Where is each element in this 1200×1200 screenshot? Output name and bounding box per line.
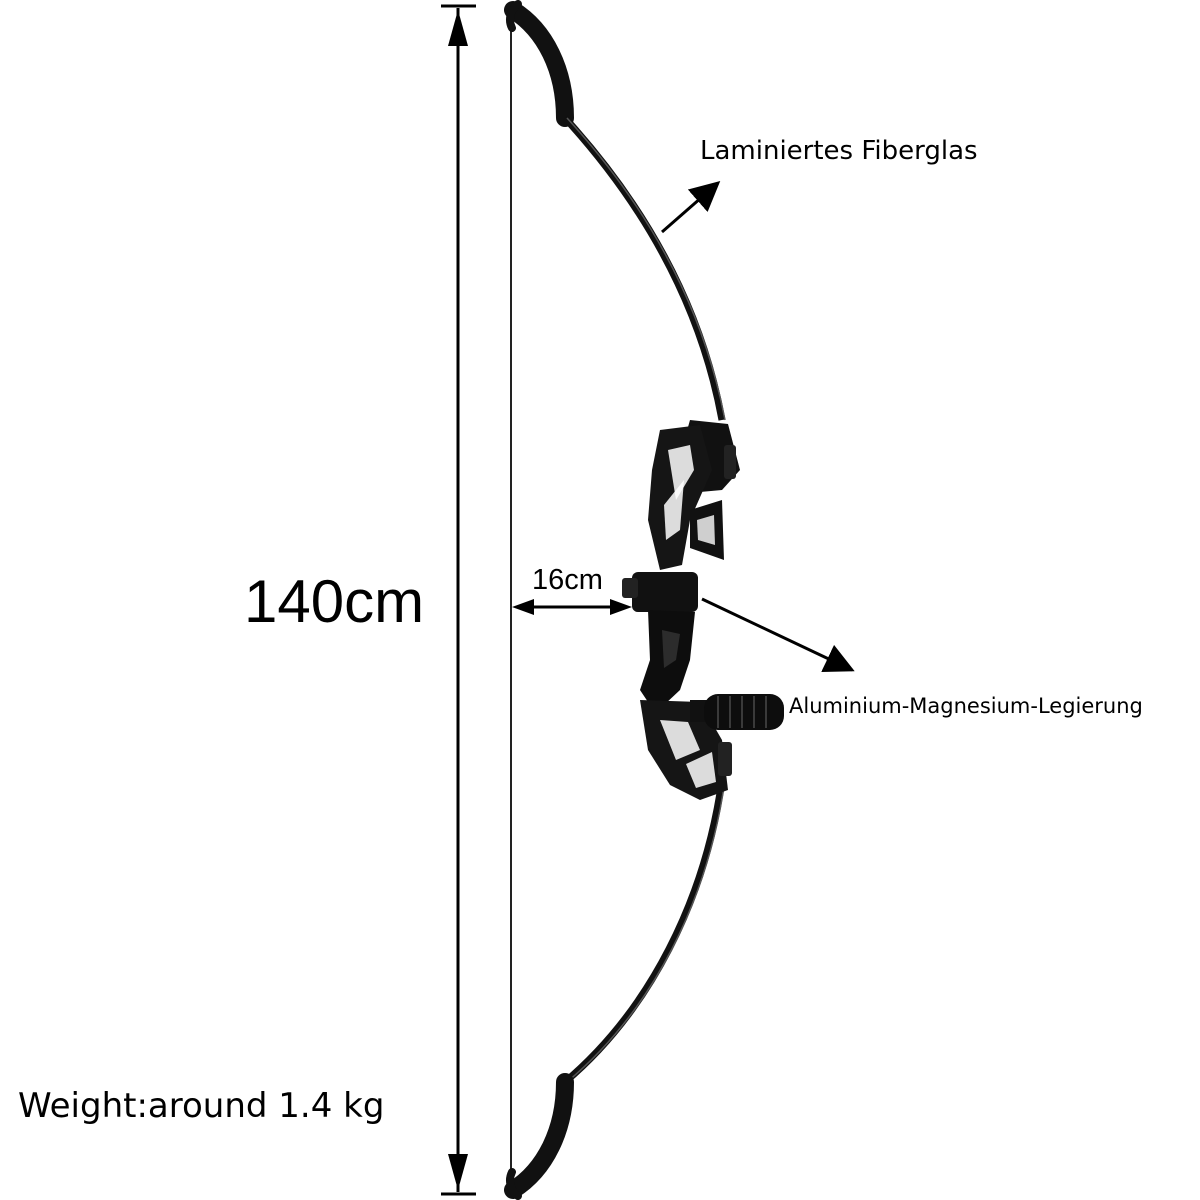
riser-pointer-arrow <box>701 597 855 673</box>
stabilizer <box>704 694 784 730</box>
upper-limb <box>504 0 726 421</box>
brace-height-arrow <box>512 599 632 615</box>
lower-limb <box>504 779 726 1200</box>
riser-material-label: Aluminium-Magnesium-Legierung <box>789 694 1143 718</box>
height-label: 140cm <box>244 568 425 635</box>
riser <box>622 420 784 800</box>
limb-pointer-arrow <box>661 181 721 234</box>
limb-material-label: Laminiertes Fiberglas <box>700 136 978 166</box>
width-label: 16cm <box>532 564 603 596</box>
height-dimension-line <box>441 4 476 1196</box>
weight-label: Weight:around 1.4 kg <box>18 1086 385 1126</box>
